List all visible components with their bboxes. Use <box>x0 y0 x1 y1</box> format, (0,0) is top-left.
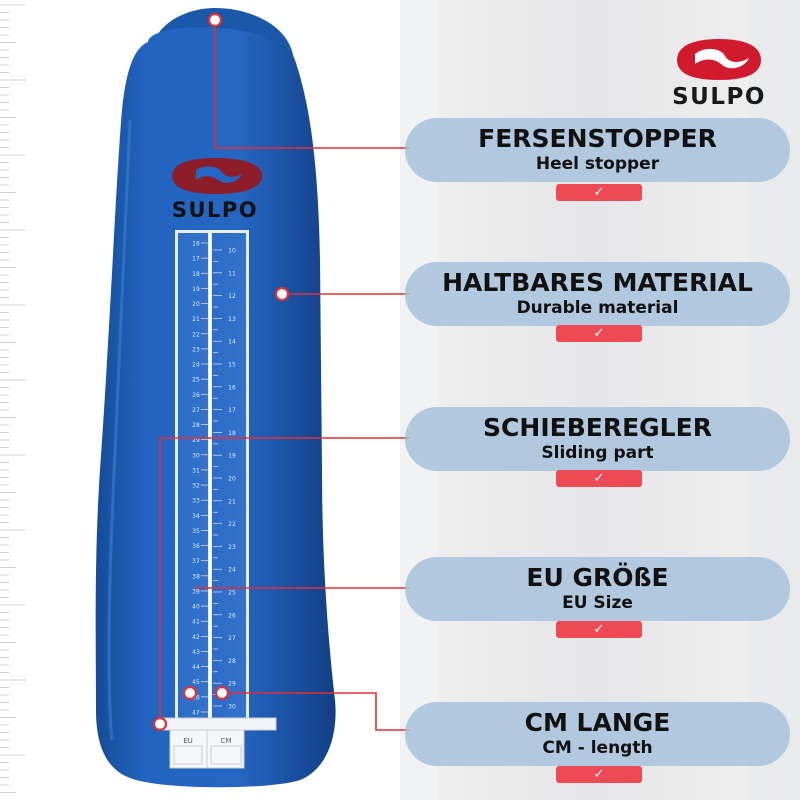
eu-tick-label: 39 <box>192 588 200 595</box>
eu-tick-label: 32 <box>192 483 200 490</box>
check-badge-icon: ✓ <box>556 766 642 783</box>
eu-tick-label: 47 <box>192 710 200 717</box>
eu-tick-label: 17 <box>192 256 200 263</box>
feature-heel-stopper: FERSENSTOPPER Heel stopper <box>405 118 790 182</box>
cm-tick-label: 18 <box>228 430 236 437</box>
cm-tick-label: 27 <box>228 635 236 642</box>
check-badge-icon: ✓ <box>556 470 642 487</box>
eu-tick-label: 35 <box>192 528 200 535</box>
eu-tick-label: 26 <box>192 392 200 399</box>
eu-tick-label: 37 <box>192 558 200 565</box>
eu-tick-label: 34 <box>192 513 200 520</box>
feature-subtitle: Durable material <box>516 298 679 318</box>
eu-tick-label: 40 <box>192 604 200 611</box>
eu-tick-label: 23 <box>192 346 200 353</box>
cm-tick-label: 29 <box>228 681 236 688</box>
eu-tick-label: 22 <box>192 331 200 338</box>
feature-title: CM LANGE <box>524 708 671 737</box>
eu-tick-label: 41 <box>192 619 200 626</box>
check-badge-icon: ✓ <box>556 621 642 638</box>
cm-label: CM <box>221 737 232 745</box>
eu-tick-label: 24 <box>192 362 200 369</box>
cm-tick-label: 30 <box>228 704 236 711</box>
eu-tick-label: 20 <box>192 301 200 308</box>
brand-text: SULPO <box>672 84 766 110</box>
eu-tick-label: 25 <box>192 377 200 384</box>
eu-tick-label: 43 <box>192 649 200 656</box>
cm-tick-label: 19 <box>228 453 236 460</box>
feature-eu-size: EU GRÖßE EU Size <box>405 557 790 621</box>
feature-title: SCHIEBEREGLER <box>483 413 712 442</box>
eu-label: EU <box>183 737 193 745</box>
eu-tick-label: 30 <box>192 452 200 459</box>
cm-tick-label: 22 <box>228 521 236 528</box>
feature-subtitle: CM - length <box>542 738 653 758</box>
cm-tick-label: 16 <box>228 384 236 391</box>
cm-tick-label: 14 <box>228 339 236 346</box>
eu-tick-label: 16 <box>192 241 200 248</box>
sulpo-logo-icon <box>677 39 761 80</box>
eu-tick-label: 36 <box>192 543 200 550</box>
feature-sliding-part: SCHIEBEREGLER Sliding part <box>405 407 790 471</box>
device-logo-icon <box>172 158 262 194</box>
cm-tick-label: 13 <box>228 316 236 323</box>
feature-subtitle: Heel stopper <box>535 154 660 174</box>
background-ruler <box>0 4 26 793</box>
eu-tick-label: 19 <box>192 286 200 293</box>
check-badge-icon: ✓ <box>556 184 642 201</box>
cm-tick-label: 23 <box>228 544 236 551</box>
cm-tick-label: 17 <box>228 407 236 414</box>
cm-tick-label: 10 <box>228 248 236 255</box>
eu-tick-label: 29 <box>192 437 200 444</box>
cm-tick-label: 24 <box>228 567 236 574</box>
eu-tick-label: 45 <box>192 679 200 686</box>
cm-tick-label: 20 <box>228 476 236 483</box>
cm-tick-label: 11 <box>228 270 236 277</box>
feature-subtitle: EU Size <box>562 593 633 613</box>
eu-tick-label: 46 <box>192 694 200 701</box>
eu-tick-label: 38 <box>192 573 200 580</box>
eu-tick-label: 21 <box>192 316 200 323</box>
eu-tick-label: 42 <box>192 634 200 641</box>
feature-subtitle: Sliding part <box>541 443 654 463</box>
device-brand-text: SULPO <box>171 198 259 222</box>
feature-durable-material: HALTBARES MATERIAL Durable material <box>405 262 790 326</box>
cm-tick-label: 26 <box>228 612 236 619</box>
check-badge-icon: ✓ <box>556 325 642 342</box>
eu-tick-label: 31 <box>192 467 200 474</box>
eu-tick-label: 44 <box>192 664 200 671</box>
cm-tick-label: 25 <box>228 590 236 597</box>
eu-tick-label: 18 <box>192 271 200 278</box>
cm-tick-label: 12 <box>228 293 236 300</box>
cm-tick-label: 28 <box>228 658 236 665</box>
cm-tick-label: 21 <box>228 498 236 505</box>
feature-title: HALTBARES MATERIAL <box>442 268 753 297</box>
foot-measuring-device: 16 17 18 19 20 21 22 23 24 25 26 27 28 29 30 31 32 33 34 35… <box>95 8 336 788</box>
cm-tick-label: 15 <box>228 362 236 369</box>
eu-tick-label: 28 <box>192 422 200 429</box>
feature-title: FERSENSTOPPER <box>478 124 717 153</box>
eu-tick-label: 33 <box>192 498 200 505</box>
brand-logo: SULPO <box>664 36 774 116</box>
eu-tick-label: 27 <box>192 407 200 414</box>
feature-title: EU GRÖßE <box>526 563 669 592</box>
feature-cm-length: CM LANGE CM - length <box>405 702 790 766</box>
